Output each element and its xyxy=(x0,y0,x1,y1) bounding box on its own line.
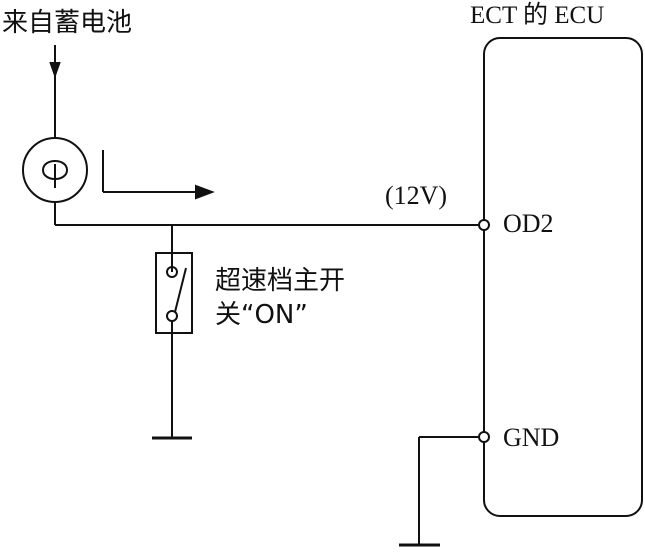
gnd-terminal xyxy=(479,432,489,442)
ecu-box xyxy=(484,38,642,516)
voltage-label: (12V) xyxy=(385,181,448,210)
battery-source-label: 来自蓄电池 xyxy=(2,8,133,38)
od2-pin-label: OD2 xyxy=(503,209,554,238)
switch-label-line2: 关“ON” xyxy=(215,300,308,330)
current-flow-arrow-icon xyxy=(103,150,212,198)
gnd-pin-label: GND xyxy=(503,423,560,452)
switch-icon xyxy=(156,253,192,333)
switch-label-line1: 超速档主开 xyxy=(215,266,346,296)
od2-terminal xyxy=(479,220,489,230)
battery-input-arrow xyxy=(50,62,60,76)
indicator-lamp-icon xyxy=(23,138,87,202)
ecu-title: ECT 的 ECU xyxy=(470,2,605,29)
